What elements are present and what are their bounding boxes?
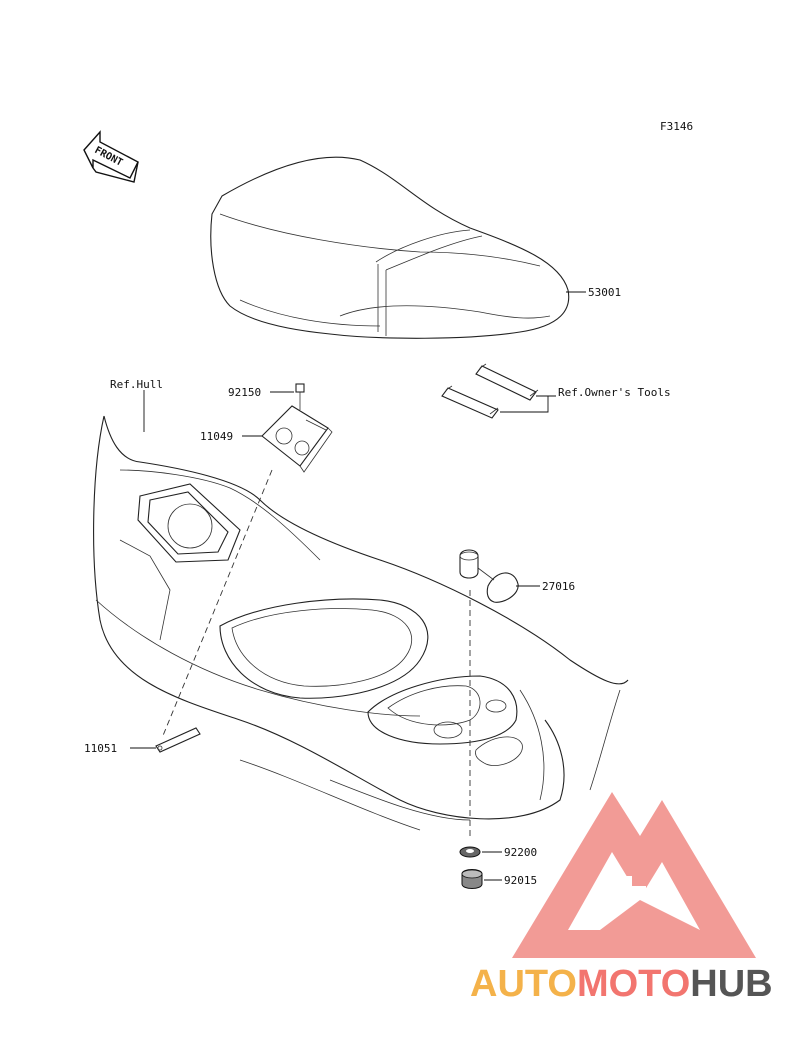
bolt-drawing bbox=[295, 383, 305, 410]
label-clip: 27016 bbox=[542, 580, 575, 593]
label-hull: Ref.Hull bbox=[110, 378, 163, 391]
label-washer: 92200 bbox=[504, 846, 537, 859]
cap-drawing bbox=[461, 869, 483, 889]
watermark-text: AUTOMOTOHUB bbox=[470, 963, 773, 1005]
label-tools: Ref.Owner's Tools bbox=[558, 386, 671, 399]
label-cap: 92015 bbox=[504, 874, 537, 887]
svg-text:AUTOMOTOHUB: AUTOMOTOHUB bbox=[470, 963, 773, 1005]
figure-code: F3146 bbox=[660, 120, 693, 133]
hull-drawing bbox=[93, 415, 629, 831]
strap-plate-drawing bbox=[155, 727, 201, 753]
bracket-drawing bbox=[261, 405, 333, 473]
label-bolt: 92150 bbox=[228, 386, 261, 399]
washer-drawing bbox=[459, 846, 481, 858]
label-strap: 11051 bbox=[84, 742, 117, 755]
label-seat: 53001 bbox=[588, 286, 621, 299]
strap-drawing bbox=[441, 363, 539, 419]
seat-drawing bbox=[210, 156, 570, 339]
front-arrow-icon: FRONT bbox=[83, 130, 139, 183]
label-bracket: 11049 bbox=[200, 430, 233, 443]
clip-drawing bbox=[459, 549, 519, 603]
watermark-logo-icon bbox=[512, 792, 756, 958]
